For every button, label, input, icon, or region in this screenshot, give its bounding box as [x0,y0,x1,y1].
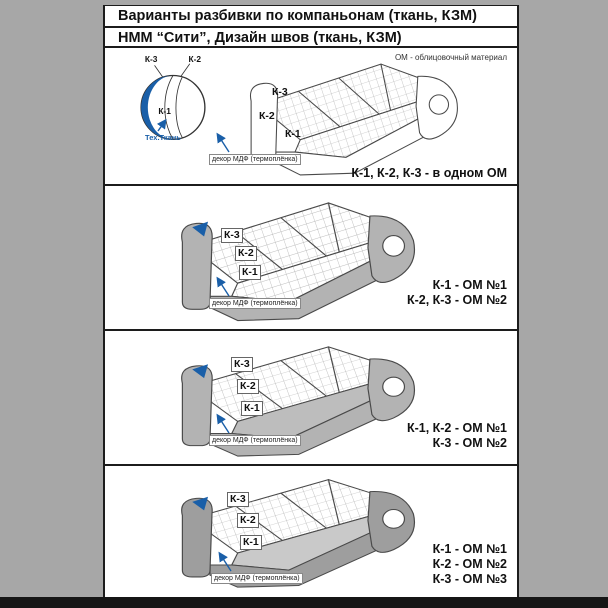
page-title: Варианты разбивки по компаньонам (ткань,… [105,6,517,28]
variant-line: К-2 - ОМ №2 [432,557,507,571]
detail-label-k1: К-1 [158,106,171,116]
label-k3: К-3 [272,86,288,98]
decor-arrow-icon [218,551,232,572]
variant-line: К-3 - ОМ №2 [432,436,507,450]
tech-fabric-arrow-icon [156,118,167,132]
section-variant-1: ОМ - облицовочный материал К-3 К-2 К-1 Т… [105,48,517,186]
label-k2: К-2 [237,513,259,528]
sofa-illustration [181,479,415,588]
decor-arrow-icon [216,276,230,297]
label-k3: К-3 [231,357,253,372]
decor-mdf-label: декор МДФ (термоплёнка) [209,298,301,309]
detail-label-k2: К-2 [189,54,202,64]
variant-line: К-1 - ОМ №1 [432,278,507,292]
decor-arrow-icon [216,132,230,153]
decor-mdf-label: декор МДФ (термоплёнка) [209,154,301,165]
document-page: Варианты разбивки по компаньонам (ткань,… [103,5,519,597]
label-k2: К-2 [235,246,257,261]
variant-line: К-1, К-2 - ОМ №1 [406,421,507,435]
detail-label-k3: К-3 [145,54,158,64]
fabric-marker-icon [192,221,209,237]
fabric-marker-icon [192,496,209,511]
tech-fabric-label: Тех.Ткань [145,133,181,142]
variant-text: К-1, К-2, К-3 - в одном ОМ [351,166,507,181]
label-k3: К-3 [227,492,249,507]
label-k3: К-3 [221,228,243,243]
label-k2: К-2 [259,110,275,122]
label-k2: К-2 [237,379,259,394]
label-k1: К-1 [241,401,263,416]
decor-mdf-label: декор МДФ (термоплёнка) [211,573,303,584]
variant-text: К-1, К-2 - ОМ №1 К-3 - ОМ №2 [407,421,507,451]
variant-line: К-3 - ОМ №3 [432,572,507,586]
section-variant-3: К-3 К-2 К-1 декор МДФ (термоплёнка) К-1,… [105,331,517,466]
variant-text: К-1 - ОМ №1 К-2, К-3 - ОМ №2 [407,278,507,308]
label-k1: К-1 [239,265,261,280]
seam-detail-circle: К-3 К-2 К-1 [140,54,206,140]
label-k1: К-1 [240,535,262,550]
decor-mdf-label: декор МДФ (термоплёнка) [209,435,301,446]
page-bottom-edge [0,597,608,608]
decor-arrow-icon [216,413,230,434]
variant-line: К-1 - ОМ №1 [432,542,507,556]
fabric-marker-icon [192,364,209,379]
tech-fabric-zone [141,75,173,140]
sofa-illustration [250,63,458,176]
page-subtitle: НММ “Сити”, Дизайн швов (ткань, КЗМ) [105,28,517,48]
label-k1: К-1 [285,128,301,140]
section-variant-4: К-3 К-2 К-1 декор МДФ (термоплёнка) К-1 … [105,466,517,598]
variant-line: К-1, К-2, К-3 - в одном ОМ [351,166,507,180]
variant-line: К-2, К-3 - ОМ №2 [406,293,507,307]
om-legend: ОМ - облицовочный материал [394,53,507,62]
variant-text: К-1 - ОМ №1 К-2 - ОМ №2 К-3 - ОМ №3 [433,542,507,587]
section-variant-2: К-3 К-2 К-1 декор МДФ (термоплёнка) К-1 … [105,186,517,331]
